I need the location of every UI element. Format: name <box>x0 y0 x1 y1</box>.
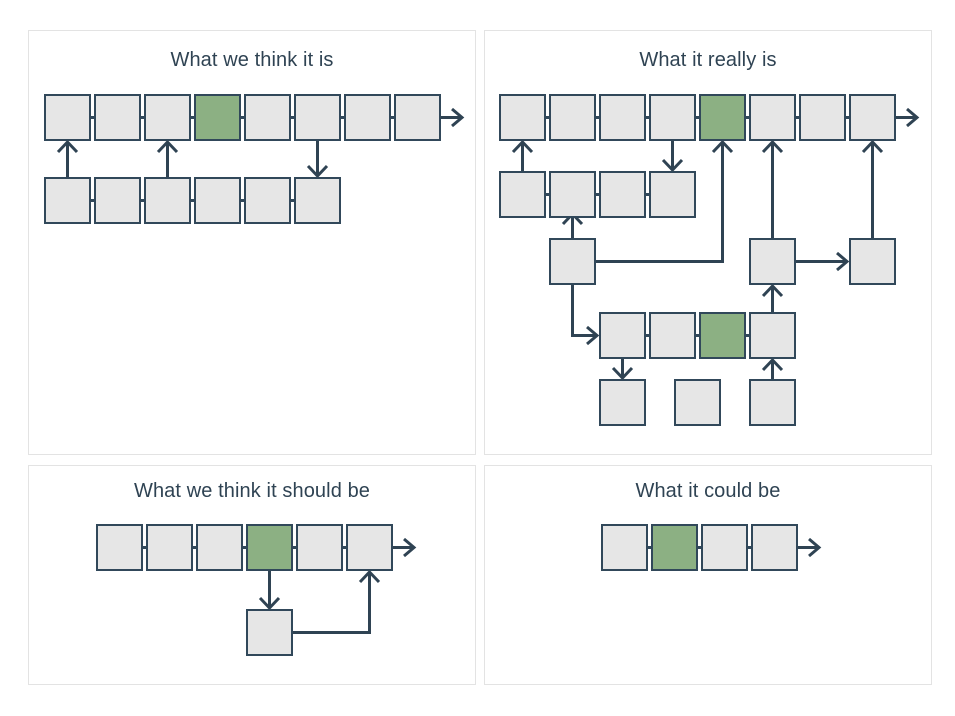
panel-what-we-think-it-is: What we think it is <box>28 30 476 455</box>
panel-what-we-think-it-should-be: What we think it should be <box>28 465 476 685</box>
panel-title-what-it-really-is: What it really is <box>639 49 777 71</box>
panel-title-what-we-think-it-should-be: What we think it should be <box>133 480 371 502</box>
panel-what-it-really-is: What it really is <box>484 30 932 455</box>
panel-title-what-it-could-be: What it could be <box>635 480 781 502</box>
panel-title-what-we-think-it-is: What we think it is <box>170 49 334 71</box>
panel-what-it-could-be: What it could be <box>484 465 932 685</box>
